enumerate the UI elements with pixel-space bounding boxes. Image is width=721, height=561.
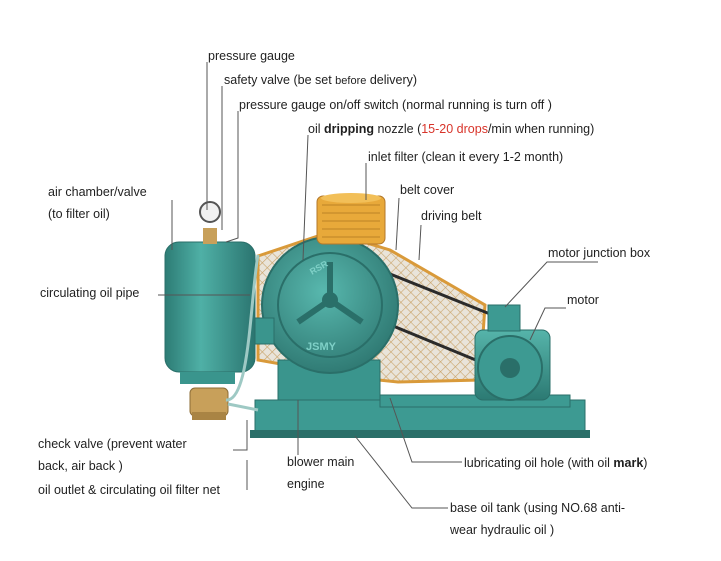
label-oil-outlet: oil outlet & circulating oil filter net [38,483,221,497]
label-blower-main-1: blower main [287,455,355,469]
casing-text-1: JSMY [306,341,337,353]
pressure-gauge [199,201,221,223]
label-air-chamber-2: (to filter oil) [48,207,110,221]
label-inlet-filter: inlet filter (clean it every 1-2 month) [368,150,564,164]
label-oil-dripping-nozzle: oil dripping nozzle (15-20 drops/min whe… [308,122,595,136]
label-motor-junction-box: motor junction box [548,246,651,260]
label-air-chamber-1: air chamber/valve [48,185,147,199]
motor-junction-box [487,304,521,332]
label-motor: motor [567,293,599,307]
label-belt-cover: belt cover [400,183,455,197]
label-pressure-gauge: pressure gauge [208,49,295,63]
label-check-valve-1: check valve (prevent water [38,437,187,451]
label-pressure-gauge-switch: pressure gauge on/off switch (normal run… [239,98,552,112]
label-lubricating-oil-hole: lubricating oil hole (with oil mark) [464,456,648,470]
check-valve [189,387,229,417]
label-circulating-oil-pipe: circulating oil pipe [40,286,140,300]
air-chamber [164,241,256,373]
label-driving-belt: driving belt [421,209,482,223]
label-check-valve-2: back, air back ) [38,459,123,473]
label-base-oil-tank-2: wear hydraulic oil ) [450,523,555,537]
label-blower-main-2: engine [287,477,325,491]
circulating-oil-pipe [225,254,260,402]
label-base-oil-tank-1: base oil tank (using NO.68 anti- [450,501,626,515]
leader-lines [158,62,598,509]
label-safety-valve: safety valve (be set before delivery) [224,73,418,87]
